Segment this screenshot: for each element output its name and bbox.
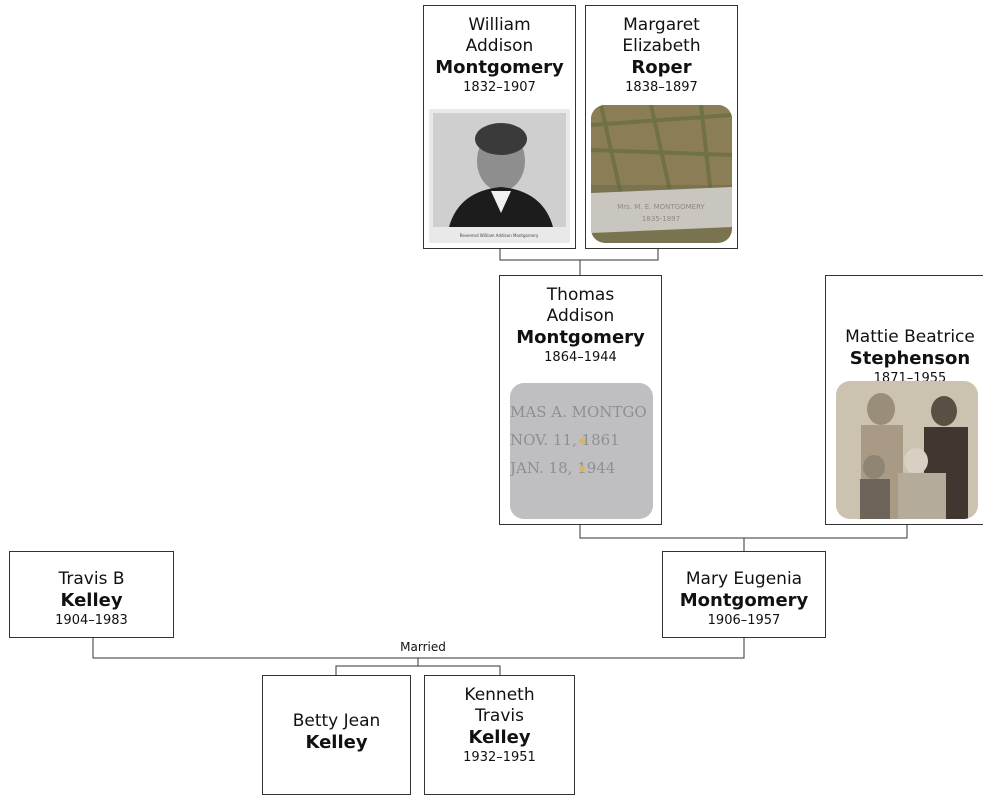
person-kenneth-travis-kelley[interactable]: Kenneth Travis Kelley 1932–1951 bbox=[424, 675, 575, 795]
surname: Montgomery bbox=[516, 327, 645, 348]
given-name: Betty Jean bbox=[292, 711, 381, 731]
life-dates: 1932–1951 bbox=[463, 750, 536, 765]
given-name: Travis bbox=[475, 706, 524, 726]
life-dates: 1864–1944 bbox=[544, 350, 617, 365]
given-name: Mary Eugenia bbox=[685, 569, 803, 589]
given-name: Kenneth bbox=[464, 685, 535, 705]
surname: Montgomery bbox=[435, 57, 564, 78]
surname: Kelley bbox=[468, 727, 531, 748]
given-name: Elizabeth bbox=[622, 36, 701, 56]
surname: Roper bbox=[631, 57, 692, 78]
surname: Stephenson bbox=[849, 348, 971, 369]
connector-children bbox=[335, 665, 501, 675]
svg-text:Reverend William Addison Montg: Reverend William Addison Montgomery bbox=[460, 233, 539, 238]
family-photo bbox=[836, 381, 978, 519]
given-name: William bbox=[468, 15, 531, 35]
gravestone-photo: Mrs. M. E. MONTGOMERY 1835-1897 bbox=[591, 105, 732, 243]
married-label: Married bbox=[388, 639, 458, 655]
svg-text:1835-1897: 1835-1897 bbox=[642, 215, 680, 223]
svg-text:Mrs. M. E. MONTGOMERY: Mrs. M. E. MONTGOMERY bbox=[617, 203, 705, 211]
given-name: Addison bbox=[546, 306, 615, 326]
life-dates: 1904–1983 bbox=[55, 613, 128, 628]
given-name: Addison bbox=[465, 36, 534, 56]
svg-text:NOV. 11, 1861: NOV. 11, 1861 bbox=[510, 431, 620, 449]
person-thomas-addison-montgomery[interactable]: Thomas Addison Montgomery 1864–1944 MAS … bbox=[499, 275, 662, 525]
person-margaret-elizabeth-roper[interactable]: Margaret Elizabeth Roper 1838–1897 Mrs. … bbox=[585, 5, 738, 249]
given-name: Travis B bbox=[58, 569, 125, 589]
person-betty-jean-kelley[interactable]: Betty Jean Kelley bbox=[262, 675, 411, 795]
gravestone-photo: MAS A. MONTGO NOV. 11, 1861 JAN. 18, 194… bbox=[510, 383, 653, 519]
person-mattie-beatrice-stephenson[interactable]: Mattie Beatrice Stephenson 1871–1955 bbox=[825, 275, 983, 525]
portrait-photo: Reverend William Addison Montgomery bbox=[429, 109, 570, 243]
surname: Kelley bbox=[60, 590, 123, 611]
life-dates: 1906–1957 bbox=[707, 613, 781, 628]
svg-text:JAN. 18, 1944: JAN. 18, 1944 bbox=[510, 459, 615, 477]
person-mary-eugenia-montgomery[interactable]: Mary Eugenia Montgomery 1906–1957 bbox=[662, 551, 826, 638]
surname: Kelley bbox=[305, 732, 368, 753]
life-dates: 1838–1897 bbox=[625, 80, 698, 95]
given-name: Margaret bbox=[623, 15, 700, 35]
connector-thomas-mattie bbox=[579, 525, 908, 539]
given-name: Thomas bbox=[546, 285, 615, 305]
person-travis-b-kelley[interactable]: Travis B Kelley 1904–1983 bbox=[9, 551, 174, 638]
person-william-addison-montgomery[interactable]: William Addison Montgomery 1832–1907 Rev… bbox=[423, 5, 576, 249]
svg-text:MAS A. MONTGO: MAS A. MONTGO bbox=[510, 403, 647, 421]
life-dates: 1832–1907 bbox=[463, 80, 536, 95]
given-name: Mattie Beatrice bbox=[845, 327, 975, 347]
surname: Montgomery bbox=[679, 590, 809, 611]
connector-william-margaret bbox=[499, 248, 659, 261]
